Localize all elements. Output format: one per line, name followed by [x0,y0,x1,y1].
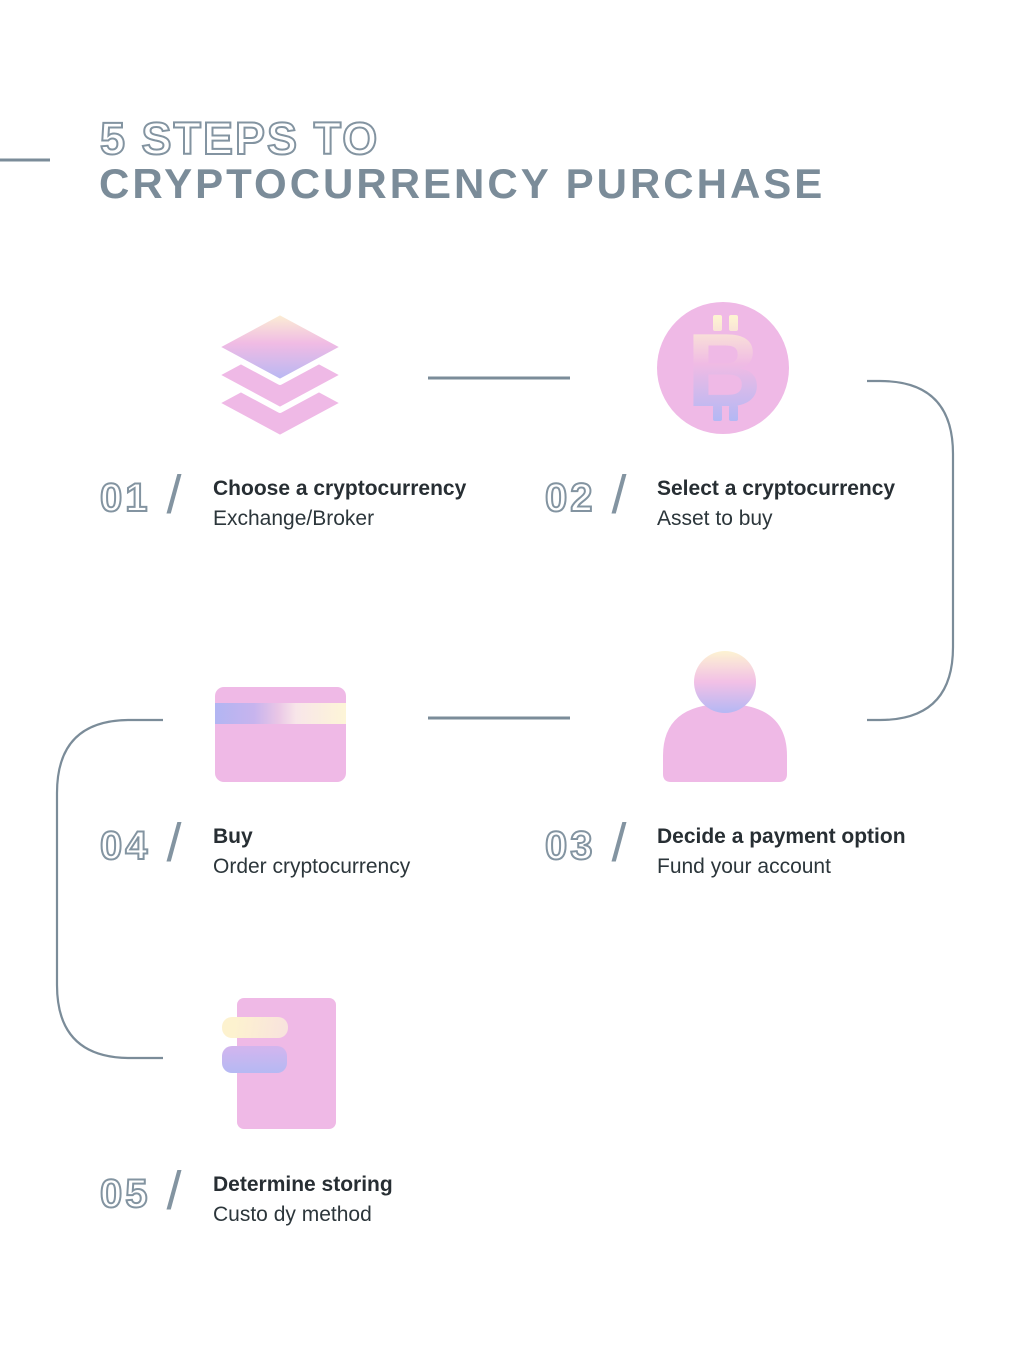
step-5-text: Determine storing Custo dy method [213,1170,393,1230]
step-4-number: 04 [99,824,151,868]
step-3-number: 03 [544,824,596,868]
step-5-number-group: 05 / [99,1164,182,1218]
step-1-text: Choose a cryptocurrency Exchange/Broker [213,474,466,534]
page-title-line-2: CRYPTOCURRENCY PURCHASE [99,160,826,207]
bitcoin-prong [729,405,738,421]
step-4-number-group: 04 / [99,816,182,870]
bitcoin-b-symbol: B [686,313,761,429]
step-4-slash: / [166,813,182,873]
step-2-heading: Select a cryptocurrency [657,477,896,500]
step-2-subheading: Asset to buy [657,507,773,530]
person-head [694,651,756,713]
step-2-slash: / [611,465,627,525]
step-4-subheading: Order cryptocurrency [213,855,411,878]
step-3-heading: Decide a payment option [657,825,906,848]
connector-step4-step5-bracket [55,718,163,1060]
step-1-subheading: Exchange/Broker [213,507,375,530]
step-5-subheading: Custo dy method [213,1203,372,1226]
credit-card-icon [215,687,346,782]
step-5-number: 05 [99,1172,151,1216]
step-3-subheading: Fund your account [657,855,831,878]
card-stripe [215,703,346,724]
page-title-line-1: 5 STEPS TO [99,113,380,164]
step-3-number-group: 03 / [544,816,627,870]
step-2-number: 02 [544,476,596,520]
connector-step2-step3-bracket [867,379,955,722]
step-1-number-group: 01 / [99,468,182,522]
bitcoin-prong [713,405,722,421]
step-1-heading: Choose a cryptocurrency [213,477,467,500]
wallet-tab-cream [222,1017,288,1038]
step-1-number: 01 [99,476,151,520]
person-icon [663,651,787,782]
bitcoin-prong [729,315,738,331]
coin-circle [657,302,789,434]
step-4-text: Buy Order cryptocurrency [213,822,410,882]
layer-top [212,309,348,385]
step-3-text: Decide a payment option Fund your accoun… [657,822,906,882]
step-5-heading: Determine storing [213,1173,393,1196]
wallet-tab-periwinkle [222,1046,287,1073]
wallet-icon [222,998,337,1129]
step-1-slash: / [166,465,182,525]
step-5-slash: / [166,1161,182,1221]
layers-icon [212,309,348,441]
step-4-heading: Buy [213,825,253,848]
step-2-number-group: 02 / [544,468,627,522]
person-body [663,704,787,782]
step-3-slash: / [611,813,627,873]
step-2-text: Select a cryptocurrency Asset to buy [657,474,895,534]
bitcoin-prong [713,315,722,331]
bitcoin-icon: B [657,302,789,434]
